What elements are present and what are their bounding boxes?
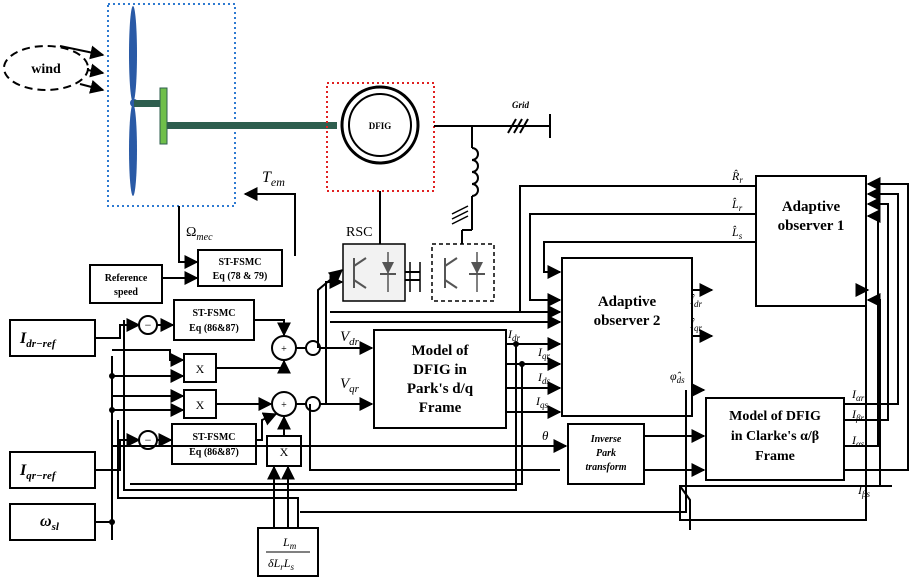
observer2-line2: observer 2 xyxy=(594,313,661,329)
clarke-line3: Frame xyxy=(755,449,795,464)
ibr-label: Iβr xyxy=(851,407,864,423)
stfsmc-q-block xyxy=(171,423,257,465)
wind-arrows xyxy=(59,45,105,94)
phids-hat-label: φ̂ds xyxy=(670,369,685,385)
svg-text:−: − xyxy=(145,433,152,447)
svg-text:X: X xyxy=(196,398,205,412)
idr-hat-label: Îdr xyxy=(689,293,703,309)
theta-label: θ xyxy=(542,428,549,443)
omega-mec-label: Ωmec xyxy=(186,225,213,243)
gain-numerator: Lm xyxy=(282,535,297,551)
adder-q: + xyxy=(271,391,297,417)
turbine-rotor-icon xyxy=(129,6,337,196)
ls-hat-label: L̂s xyxy=(731,225,743,241)
dfig-frame xyxy=(326,82,435,192)
grid-hash-icon xyxy=(507,118,529,134)
dfig-label: DFIG xyxy=(369,121,392,131)
invpark-line3: transform xyxy=(585,462,626,473)
idr-label: Idr xyxy=(507,327,521,343)
svg-text:−: − xyxy=(145,318,152,332)
rsc-label: RSC xyxy=(346,225,372,240)
omega-sl-input xyxy=(9,503,96,541)
stfsmc-speed-line2: Eq (78 & 79) xyxy=(213,271,268,282)
iqr-ref-input xyxy=(9,451,96,489)
rsc-converter-icon xyxy=(342,243,495,302)
lr-hat-label: L̂r xyxy=(731,197,743,213)
svg-text:X: X xyxy=(280,445,289,459)
idr-ref-label: Idr−ref xyxy=(19,330,57,350)
vdr-label: Vdr xyxy=(340,329,360,348)
observer1-line2: observer 1 xyxy=(778,218,845,234)
reference-speed-line2: speed xyxy=(114,287,138,298)
iqr-hat-label: Îqr xyxy=(689,317,703,333)
wind-label: wind xyxy=(31,62,61,77)
dfig-machine: DFIG xyxy=(340,85,420,165)
inverse-park-block xyxy=(567,423,645,485)
model-park-line2: DFIG in xyxy=(413,362,467,378)
tem-label: Tem xyxy=(262,169,285,189)
invpark-line1: Inverse xyxy=(590,434,622,445)
stfsmc-speed-block xyxy=(197,249,283,287)
reference-speed-line1: Reference xyxy=(105,273,148,284)
stfsmc-d-block xyxy=(173,299,255,341)
clarke-line2: in Clarke's α/β xyxy=(731,429,819,444)
model-clarke-block xyxy=(705,397,845,481)
reference-speed-block xyxy=(89,264,163,304)
adder-d: + xyxy=(271,335,297,361)
svg-text:+: + xyxy=(281,344,287,355)
svg-text:+: + xyxy=(281,400,287,411)
iqr-label: Iqr xyxy=(537,345,551,361)
stfsmc-speed-line1: ST-FSMC xyxy=(219,257,262,268)
stfsmc-d-line2: Eq (86&87) xyxy=(189,323,239,334)
stfsmc-q-line1: ST-FSMC xyxy=(193,432,236,443)
multiplier-1 xyxy=(183,353,217,383)
sum-junction-d: − xyxy=(138,315,158,335)
adaptive-observer-1 xyxy=(755,175,867,307)
invpark-line2: Park xyxy=(596,448,616,459)
stfsmc-d-line1: ST-FSMC xyxy=(193,308,236,319)
observer2-line1: Adaptive xyxy=(598,294,657,310)
gain-denominator: δLrLs xyxy=(268,556,294,572)
observer1-line1: Adaptive xyxy=(782,199,841,215)
ias-label: Iαs xyxy=(851,433,865,449)
node-vqr xyxy=(305,396,321,412)
vqr-label: Vqr xyxy=(340,376,360,395)
omega-sl-label: ωsl xyxy=(40,513,60,533)
turbine-frame xyxy=(107,3,236,207)
ids-label: Ids xyxy=(537,370,551,386)
transformer-coil-icon xyxy=(451,126,479,245)
clarke-line1: Model of DFIG xyxy=(729,409,821,424)
grid-label: Grid xyxy=(512,100,530,110)
svg-text:X: X xyxy=(196,362,205,376)
model-park-line3: Park's d/q xyxy=(407,381,474,397)
wind-cloud: wind xyxy=(3,45,89,91)
model-park-line4: Frame xyxy=(419,400,462,416)
rr-hat-label: R̂r xyxy=(731,169,743,185)
iar-label: Iαr xyxy=(851,387,865,403)
adaptive-observer-2 xyxy=(561,257,693,417)
model-park-block xyxy=(373,329,507,429)
model-park-line1: Model of xyxy=(411,343,469,359)
iqs-label: Iqs xyxy=(535,394,549,410)
iqr-ref-label: Iqr−ref xyxy=(19,462,57,482)
stfsmc-q-line2: Eq (86&87) xyxy=(189,447,239,458)
